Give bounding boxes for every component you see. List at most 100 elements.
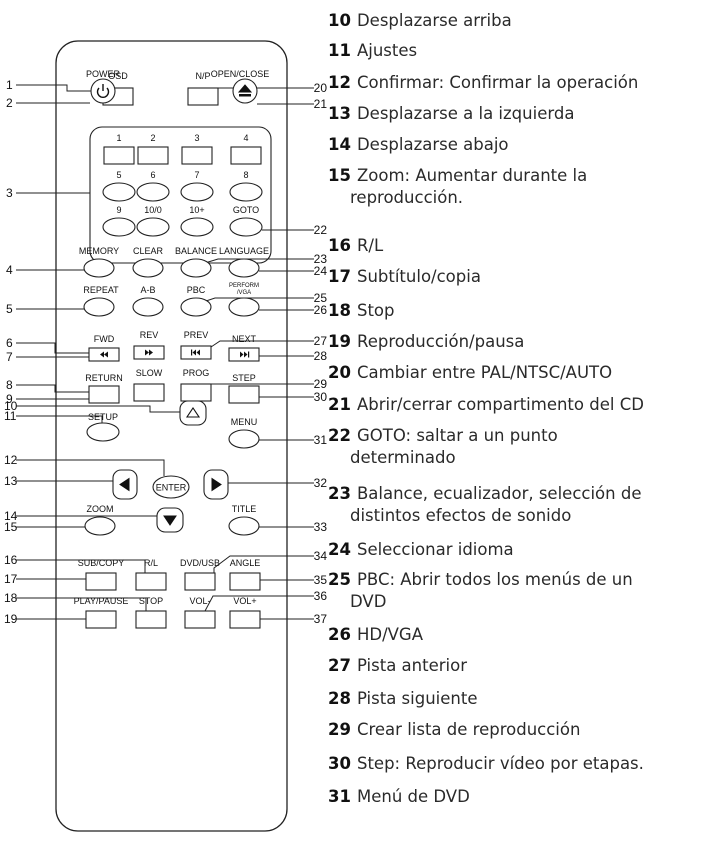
- fast-forward-icon: [145, 349, 153, 356]
- open-button[interactable]: [232, 78, 258, 104]
- prev-button[interactable]: [180, 345, 212, 360]
- memory-button[interactable]: [83, 258, 115, 278]
- step-button[interactable]: [228, 385, 260, 404]
- language-button[interactable]: [228, 258, 260, 278]
- return-button[interactable]: [88, 385, 120, 404]
- legend-number: 22: [328, 426, 351, 445]
- ab-button[interactable]: [132, 297, 164, 317]
- goto-button[interactable]: [229, 217, 263, 237]
- balance-button[interactable]: [180, 258, 212, 278]
- prog-button[interactable]: [180, 383, 212, 402]
- open-button-label: OPEN/CLOSE: [211, 69, 270, 79]
- legend-number: 21: [328, 395, 351, 414]
- left-button[interactable]: [112, 469, 138, 500]
- callout-number-27: 27: [314, 334, 328, 348]
- zoom-button-label: ZOOM: [87, 504, 114, 514]
- callout-number-15: 15: [4, 520, 18, 534]
- np-button[interactable]: [187, 87, 219, 106]
- clear-button[interactable]: [132, 258, 164, 278]
- up-button[interactable]: [179, 400, 207, 426]
- legend-text: Ajustes: [356, 41, 418, 60]
- enter-button[interactable]: [152, 475, 190, 499]
- stop-button[interactable]: [135, 610, 167, 629]
- menu-button-label: MENU: [231, 417, 258, 427]
- menu-button[interactable]: [228, 429, 260, 449]
- number-pad-frame: [89, 126, 272, 264]
- osd-button-label: OSD: [108, 71, 128, 81]
- legend-number: 16: [328, 236, 351, 255]
- memory-button-label: MEMORY: [79, 246, 119, 256]
- perform-button[interactable]: [228, 297, 260, 317]
- legend-number: 29: [328, 720, 351, 739]
- clear-button-label: CLEAR: [133, 246, 164, 256]
- n9-button-label: 9: [116, 205, 121, 215]
- n1-button[interactable]: [103, 146, 135, 165]
- stop-button-label: STOP: [139, 596, 163, 606]
- n8-button[interactable]: [229, 182, 263, 202]
- legend-number: 30: [328, 754, 351, 773]
- slow-button-label: SLOW: [136, 368, 163, 378]
- n7-button[interactable]: [180, 182, 214, 202]
- zoom-button[interactable]: [84, 516, 116, 536]
- legend-text: Desplazarse a la izquierda: [356, 104, 575, 123]
- pbc-button[interactable]: [180, 297, 212, 317]
- legend-text-continued: DVD: [350, 592, 387, 611]
- callout-number-22: 22: [314, 223, 328, 237]
- slow-button[interactable]: [133, 383, 165, 402]
- callout-number-4: 4: [6, 263, 13, 277]
- volp-button[interactable]: [229, 610, 261, 629]
- legend-number: 25: [328, 570, 351, 589]
- rev-button[interactable]: [133, 345, 165, 360]
- callout-number-32: 32: [314, 476, 328, 490]
- legend-text: Pista siguiente: [356, 689, 478, 708]
- volm-button[interactable]: [184, 610, 216, 629]
- right-button[interactable]: [203, 469, 229, 500]
- callout-line-10: [16, 405, 180, 413]
- n5-button[interactable]: [102, 182, 136, 202]
- callout-number-10: 10: [4, 399, 18, 413]
- rl-button[interactable]: [135, 572, 167, 591]
- angle-button[interactable]: [229, 572, 261, 591]
- callout-lines: [16, 84, 314, 620]
- n3-button[interactable]: [181, 146, 213, 165]
- setup-button[interactable]: [86, 422, 120, 442]
- n9-button[interactable]: [102, 217, 136, 237]
- subcopy-button[interactable]: [85, 572, 117, 591]
- callout-number-1: 1: [6, 78, 13, 92]
- down-button[interactable]: [156, 507, 184, 533]
- n10-button[interactable]: [136, 217, 170, 237]
- repeat-button[interactable]: [83, 297, 115, 317]
- callout-number-33: 33: [314, 520, 328, 534]
- n10p-button[interactable]: [180, 217, 214, 237]
- return-button-label: RETURN: [85, 373, 123, 383]
- eject-icon: [237, 84, 253, 97]
- next-button[interactable]: [228, 347, 260, 362]
- callout-number-6: 6: [6, 336, 13, 350]
- legend-text: Menú de DVD: [356, 787, 470, 806]
- power-button[interactable]: [90, 78, 116, 104]
- fwd-button[interactable]: [88, 347, 120, 362]
- n2-button[interactable]: [137, 146, 169, 165]
- n4-button[interactable]: [230, 146, 262, 165]
- legend-number: 12: [328, 73, 351, 92]
- playpause-button[interactable]: [85, 610, 117, 629]
- dvdusb-button[interactable]: [184, 572, 216, 591]
- n6-button[interactable]: [136, 182, 170, 202]
- title-button[interactable]: [228, 516, 260, 536]
- volm-button-label: VOL-: [189, 596, 210, 606]
- legend-text: Desplazarse abajo: [356, 135, 509, 154]
- legend-text: Abrir/cerrar compartimento del CD: [356, 395, 644, 414]
- repeat-button-label: REPEAT: [83, 285, 119, 295]
- callout-number-3: 3: [6, 186, 13, 200]
- callout-line-23: [204, 258, 314, 264]
- legend-number: 18: [328, 301, 351, 320]
- callout-number-12: 12: [4, 453, 18, 467]
